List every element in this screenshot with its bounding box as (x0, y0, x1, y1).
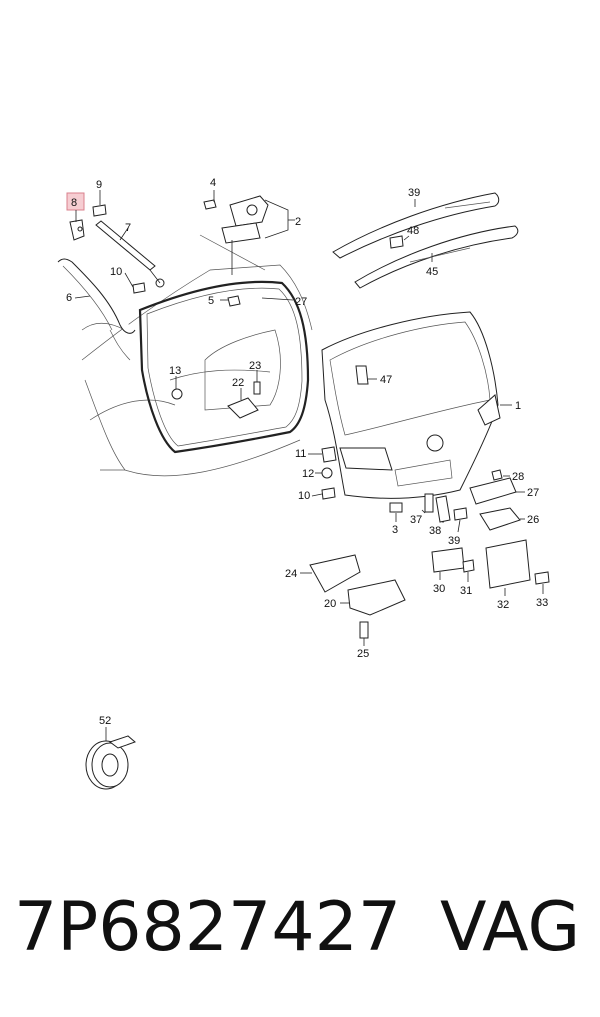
screw-39 (453, 507, 468, 521)
brake-light-47 (354, 225, 519, 289)
callout-label: 39 (408, 187, 420, 199)
callout-label: 12 (302, 468, 314, 480)
callout-label: 4 (210, 177, 216, 189)
window-seal-inner (146, 287, 303, 447)
spoiler-45 (332, 192, 500, 259)
callout-label: 52 (99, 715, 111, 727)
callout-label: 39 (448, 535, 460, 547)
plate-32 (485, 539, 531, 589)
bolt-49 (389, 235, 404, 249)
callout-label: 37 (410, 514, 422, 526)
lock-20 (347, 579, 406, 616)
bolt-10-lower (321, 487, 336, 500)
hinge-assembly (203, 195, 269, 275)
callout-label: 11 (295, 448, 306, 460)
callout-label: 32 (497, 599, 509, 611)
callout-label: 1 (515, 400, 521, 412)
screw-22 (359, 621, 369, 639)
callout-label: 31 (460, 585, 472, 597)
callout-label: 48 (407, 225, 419, 237)
callout-label: 22 (232, 377, 244, 389)
bracket-part-8 (69, 219, 85, 241)
callout-label: 28 (512, 471, 524, 483)
callout-label: 7 (125, 222, 131, 234)
bolt-33 (534, 571, 550, 585)
callout-label: 5 (208, 295, 214, 307)
callout-label: 8 (71, 197, 77, 209)
tape-roll-52 (85, 735, 136, 790)
bolt-10-upper (132, 282, 146, 294)
callout-label: 47 (380, 374, 392, 386)
clip-12 (321, 467, 333, 479)
nut-28 (491, 469, 503, 481)
callout-label: 27 (527, 487, 539, 499)
grommet-13 (171, 388, 183, 400)
latch-37 (424, 493, 434, 513)
callout-label: 25 (357, 648, 369, 660)
callout-label: 13 (169, 365, 181, 377)
clip-5 (227, 295, 241, 307)
leader-lines (74, 190, 544, 741)
callout-label: 24 (285, 568, 297, 580)
callout-labels: 8 9 7 10 6 4 2 5 27 13 22 23 39 48 45 47… (66, 177, 548, 727)
callout-label: 26 (527, 514, 539, 526)
bolt-9 (92, 204, 107, 217)
callout-label: 33 (536, 597, 548, 609)
brand-name: VAG (440, 888, 581, 967)
callout-label: 10 (298, 490, 310, 502)
car-body-outline (81, 234, 313, 477)
callout-label: 2 (295, 216, 301, 228)
window-seal (138, 280, 310, 454)
screw-25 (253, 381, 261, 395)
callout-label: 9 (96, 179, 102, 191)
callout-label: 23 (249, 360, 261, 372)
callout-label: 45 (426, 266, 438, 278)
switch-26 (479, 507, 521, 531)
callout-label: 6 (66, 292, 72, 304)
gas-strut (95, 220, 165, 288)
cable-part (57, 258, 136, 334)
callout-label: 10 (110, 266, 122, 278)
bracket-3 (389, 502, 403, 513)
bracket-38 (435, 495, 451, 523)
callout-label: 38 (429, 525, 441, 537)
tailgate-1 (321, 311, 501, 499)
callout-label: 20 (324, 598, 336, 610)
part-number: 7P6827427 (14, 888, 402, 967)
handle-27 (469, 477, 517, 505)
handle-23 (309, 554, 361, 593)
callout-8-highlight (66, 192, 85, 211)
screw-31 (462, 559, 475, 573)
callout-label: 27 (295, 296, 307, 308)
cover-30 (431, 547, 465, 573)
bulb-holder-11 (321, 446, 337, 463)
bracket-24 (227, 397, 259, 419)
stud-48 (355, 365, 369, 385)
callout-label: 30 (433, 583, 445, 595)
callout-label: 3 (392, 524, 398, 536)
